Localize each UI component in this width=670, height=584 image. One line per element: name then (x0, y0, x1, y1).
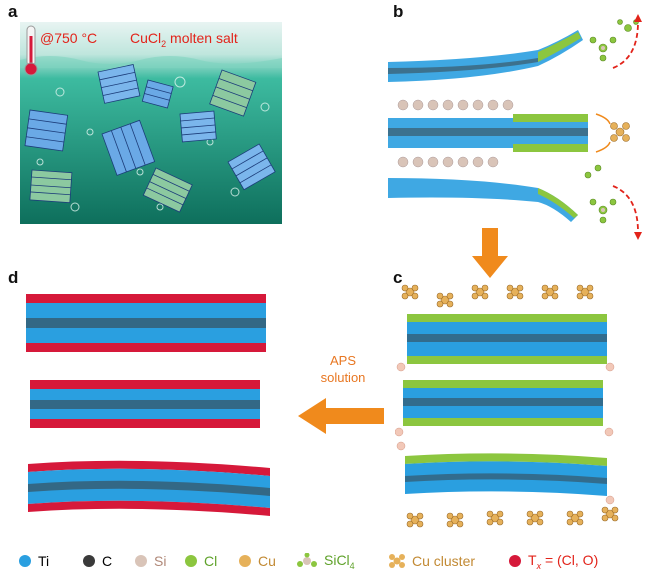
panel-label-d: d (8, 268, 19, 287)
arrow-left-icon (298, 398, 384, 434)
legend-cu: Cu (238, 551, 276, 571)
cu-cluster-icon (610, 122, 630, 142)
molten-salt-illustration (20, 22, 282, 224)
mxene-layer (405, 453, 607, 496)
temperature-label: @750 °C (40, 30, 98, 46)
legend-si: Si (134, 551, 166, 571)
thermometer-icon (24, 25, 38, 76)
salt-label: CuCl2 molten salt (130, 30, 238, 49)
panel-label-a: a (8, 2, 18, 21)
etching-scene (388, 10, 658, 240)
legend-ti: Ti (18, 551, 49, 571)
dashed-arrow-up (612, 21, 639, 69)
tx-terminated-scene (18, 288, 288, 528)
tx-terminated-illustration (26, 294, 270, 516)
legend-cl: Cl (184, 551, 217, 571)
legend-c: C (82, 551, 112, 571)
cu-cluster-scene (394, 282, 635, 532)
legend-cu-cluster: Cu cluster (388, 551, 475, 571)
mxene-layer (407, 314, 607, 364)
panel-label-b: b (393, 2, 404, 21)
legend: Ti C Si Cl Cu SiCl4 Cu cluster Tx = (Cl,… (0, 541, 670, 581)
legend-sicl4: SiCl4 (296, 551, 355, 571)
mxene-layer (403, 380, 603, 426)
mxene-layer-top (388, 30, 583, 82)
arrow-down-icon (472, 228, 508, 278)
aps-solution-label: APS solution (320, 353, 366, 385)
panel-label-c: c (393, 268, 403, 287)
molten-salt-scene: @750 °C CuCl2 molten salt (20, 22, 282, 224)
mxene-layer-middle (388, 114, 588, 152)
mxene-layer (28, 460, 270, 516)
etching-illustration (388, 14, 642, 240)
legend-tx: Tx = (Cl, O) (508, 551, 598, 571)
mxene-layer (26, 294, 266, 352)
cl-terminated-illustration (394, 284, 619, 528)
mxene-layer-bottom (388, 178, 578, 222)
dashed-arrow-down (612, 185, 639, 233)
mxene-layer (30, 380, 260, 428)
